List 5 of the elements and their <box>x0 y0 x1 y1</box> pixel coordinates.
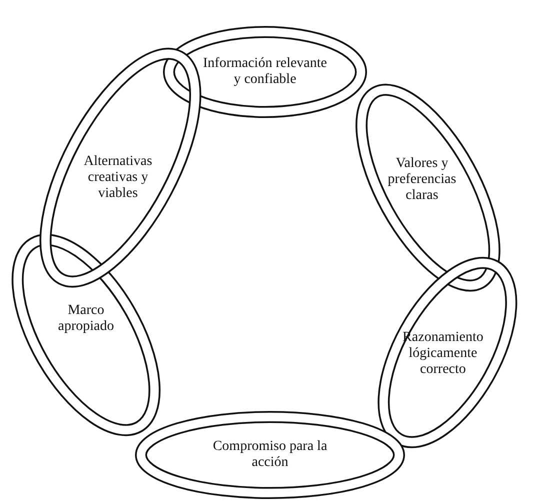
link-label: Compromiso para la acción <box>212 439 328 471</box>
link-label: Información relevante y confiable <box>202 56 328 88</box>
link-label: Marco apropiado <box>56 302 115 335</box>
link-label: Valores y preferencias claras <box>386 156 458 204</box>
link-label: Alternativas creativas y viables <box>82 154 154 202</box>
